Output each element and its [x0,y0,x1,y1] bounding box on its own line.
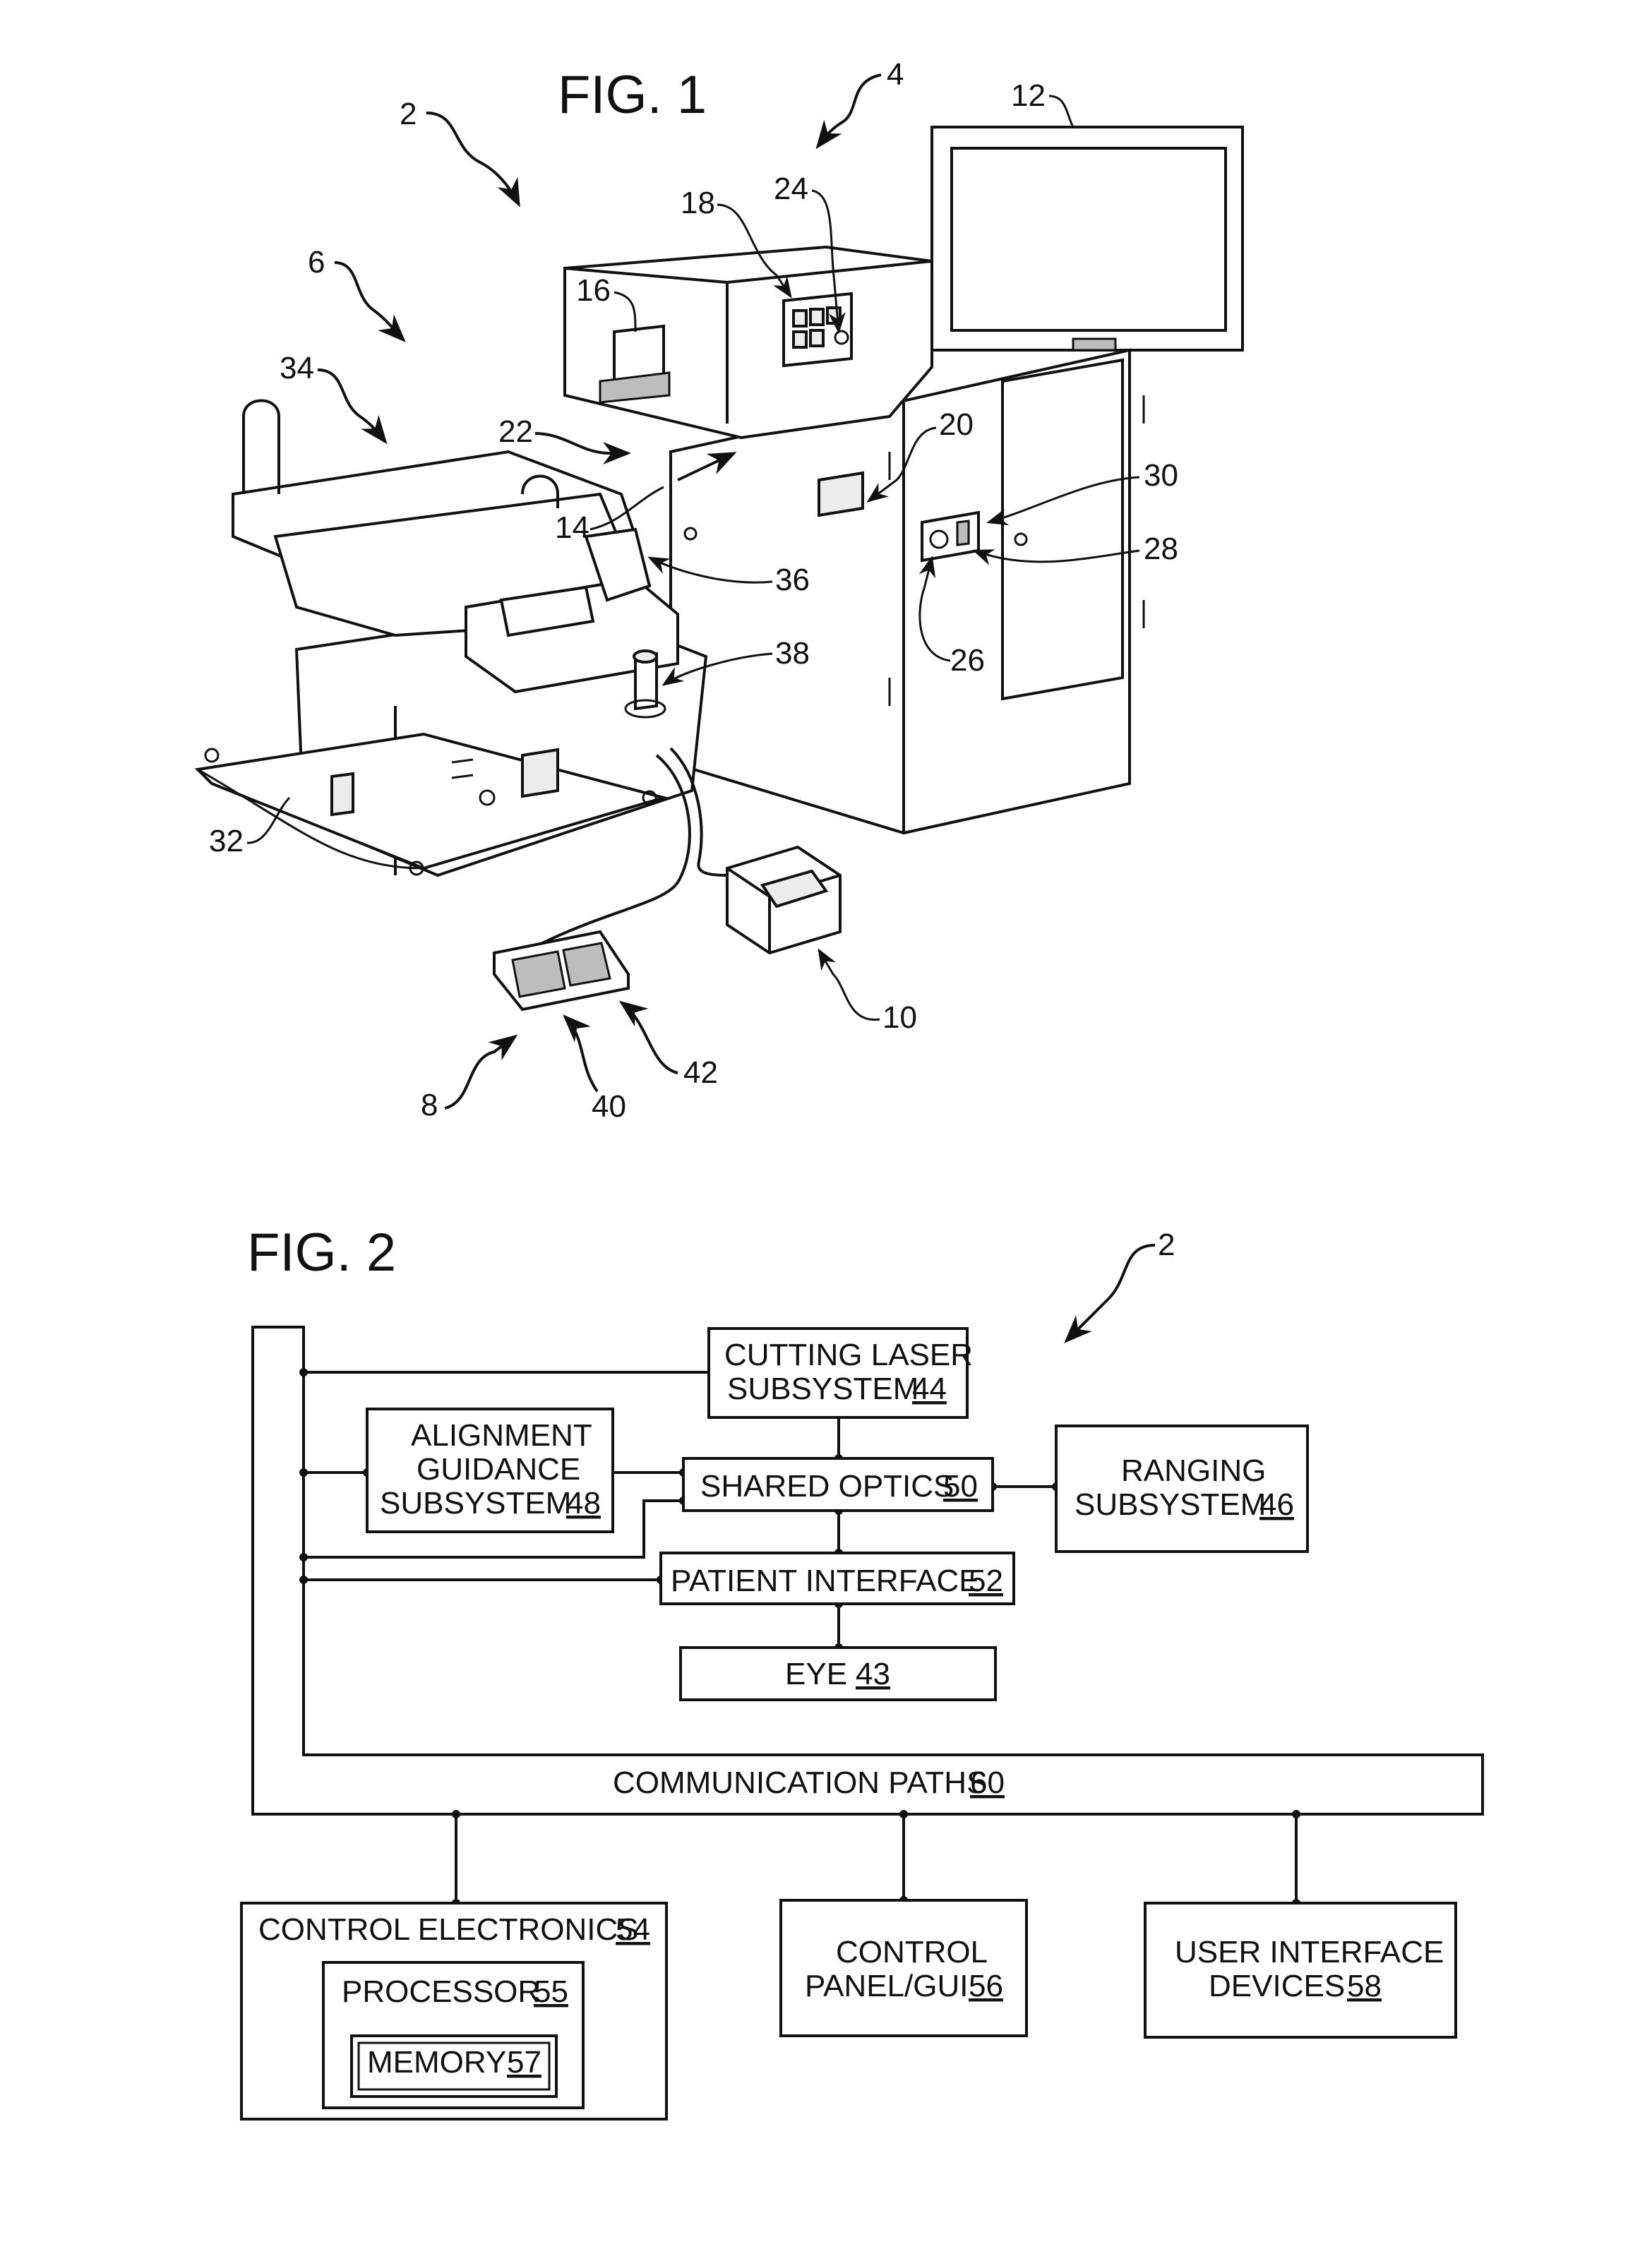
alignment-line2: GUIDANCE [417,1452,580,1487]
display-monitor [932,127,1243,350]
alignment-guidance-subsystem-block: ALIGNMENT GUIDANCE SUBSYSTEM 48 [367,1409,613,1532]
shared-optics-num: 50 [943,1469,978,1504]
user-interface-num: 58 [1347,1969,1382,2003]
memory-num: 57 [507,2045,541,2080]
ranging-line2: SUBSYSTEM [1075,1487,1266,1522]
eye-label: EYE [785,1657,847,1691]
ref-40: 40 [592,1089,626,1124]
ref-18: 18 [681,186,715,220]
cutting-laser-line2: SUBSYSTEM [727,1372,918,1406]
ref-14: 14 [555,510,589,545]
user-interface-devices-block: USER INTERFACE DEVICES 58 [1145,1903,1456,2037]
patient-interface-label: PATIENT INTERFACE [671,1564,980,1598]
eye-num: 43 [856,1657,890,1691]
figure-2-title: FIG. 2 [247,1223,396,1283]
ref-24: 24 [774,172,808,206]
footswitch [494,932,628,1009]
ref-10: 10 [882,1000,917,1035]
user-interface-line1: USER INTERFACE [1175,1935,1444,1969]
foot-pedal [727,847,840,953]
memory-label: MEMORY [367,2045,506,2080]
eye-block: EYE 43 [681,1648,995,1700]
ref-28: 28 [1144,532,1178,566]
ref-26: 26 [950,643,985,678]
cutting-laser-num: 44 [912,1372,947,1406]
processor-num: 55 [534,1974,568,2009]
control-electronics-label: CONTROL ELECTRONICS [258,1912,639,1947]
figure-1-title: FIG. 1 [558,65,707,125]
ref-system-2: 2 [1158,1228,1175,1262]
ref-2: 2 [400,97,417,131]
control-electronics-block: CONTROL ELECTRONICS 54 PROCESSOR 55 MEMO… [241,1903,666,2119]
patient-bed [198,401,706,876]
ref-20: 20 [939,407,974,442]
ref-42: 42 [683,1055,718,1090]
ref-4: 4 [887,57,904,92]
control-panel-line1: CONTROL [836,1935,988,1969]
shared-optics-label: SHARED OPTICS [700,1469,954,1504]
control-panel-line2: PANEL/GUI [805,1969,968,2003]
ref-12: 12 [1011,78,1046,113]
ranging-subsystem-block: RANGING SUBSYSTEM 46 [1056,1426,1307,1552]
ref-36: 36 [775,563,810,597]
control-electronics-num: 54 [616,1912,650,1947]
ranging-line1: RANGING [1121,1453,1266,1488]
ref-38: 38 [775,636,810,671]
control-panel-gui-block: CONTROL PANEL/GUI 56 [781,1900,1026,2036]
control-panel-num: 56 [969,1969,1003,2003]
ref-8: 8 [421,1088,438,1122]
user-interface-line2: DEVICES [1209,1969,1345,2003]
laser-head-housing [565,247,932,438]
figure-2: FIG. 2 2 COMMUNICATION PATHS 60 [241,1223,1483,2119]
ref-16: 16 [576,273,611,308]
ref-34: 34 [280,351,314,385]
alignment-line1: ALIGNMENT [411,1418,592,1453]
ref-6: 6 [308,245,325,280]
comm-paths-label: COMMUNICATION PATHS [613,1765,987,1800]
ref-22: 22 [498,414,533,449]
alignment-line3: SUBSYSTEM [380,1486,571,1521]
cutting-laser-line1: CUTTING LASER [724,1338,973,1372]
ref-30: 30 [1144,458,1178,493]
patient-interface-block: PATIENT INTERFACE 52 [661,1553,1014,1604]
ref-32: 32 [209,824,244,858]
cutting-laser-subsystem-block: CUTTING LASER SUBSYSTEM 44 [709,1329,973,1417]
ranging-num: 46 [1259,1487,1294,1522]
shared-optics-block: SHARED OPTICS 50 [683,1458,993,1511]
alignment-num: 48 [566,1486,601,1521]
patient-interface-num: 52 [969,1564,1003,1598]
figure-1: FIG. 1 [198,57,1243,1124]
processor-label: PROCESSOR [342,1974,540,2009]
comm-paths-num: 60 [970,1765,1005,1800]
